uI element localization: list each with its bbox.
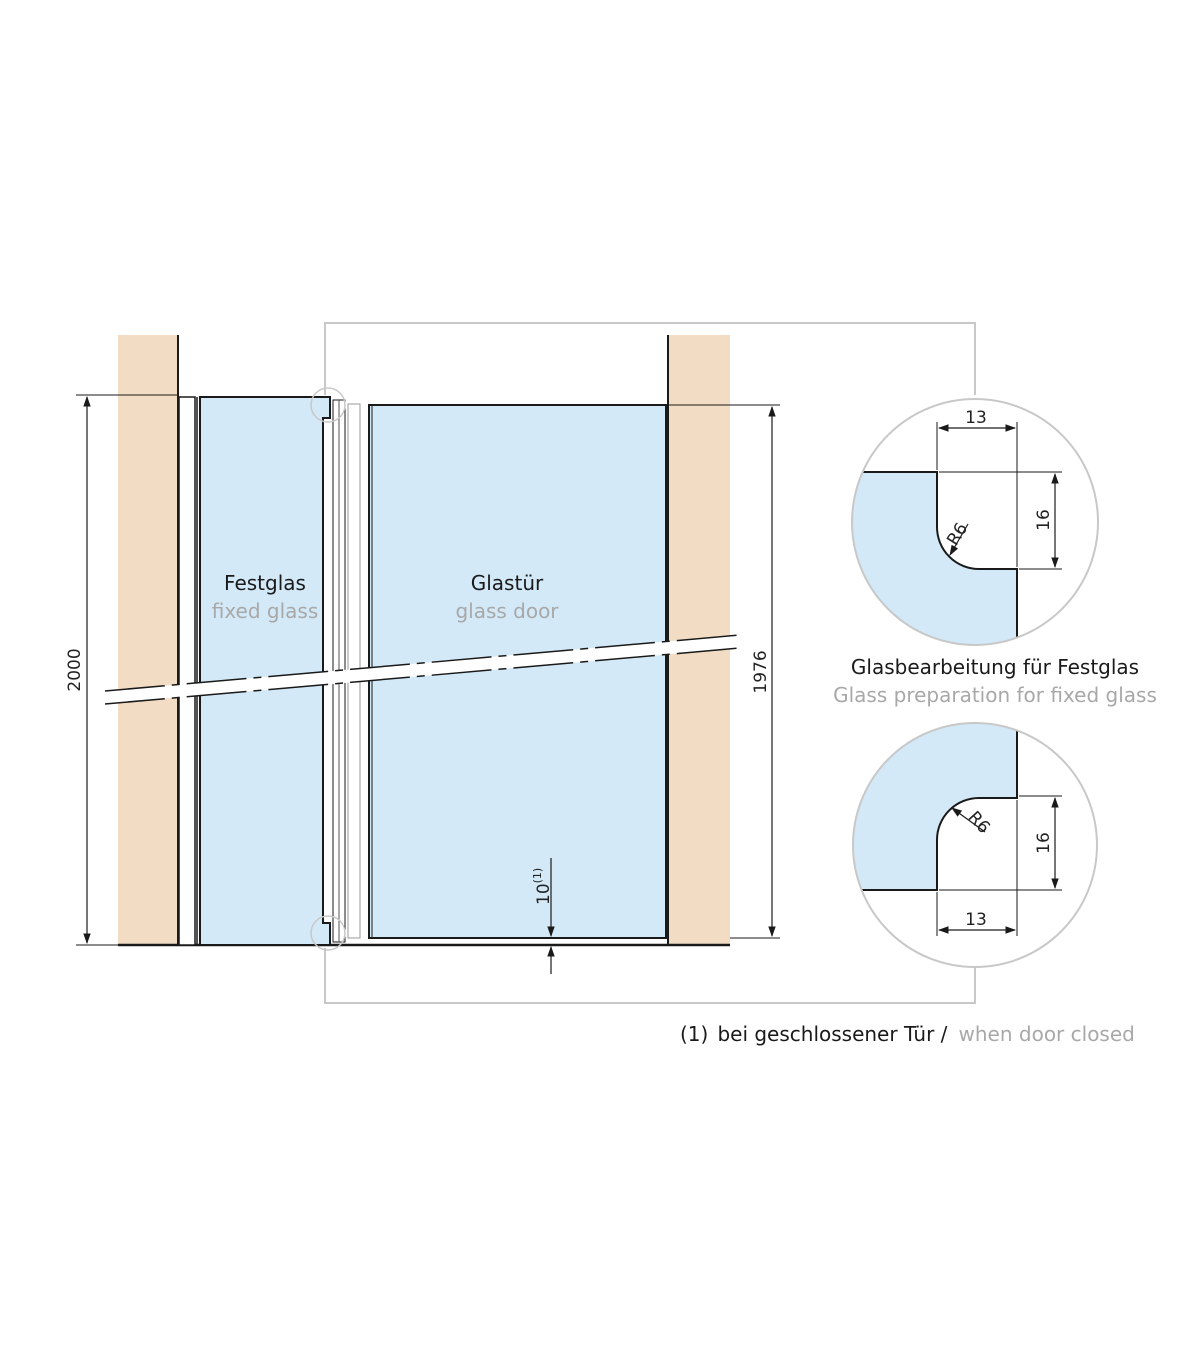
wall-profile xyxy=(178,396,196,946)
svg-text:16: 16 xyxy=(1034,832,1054,854)
dimension-bottom-gap: 10(1) xyxy=(531,858,555,974)
glass-door-sublabel: glass door xyxy=(455,599,559,623)
gap-note: (1) xyxy=(531,868,544,884)
footnote-de: bei geschlossener Tür / xyxy=(717,1022,947,1046)
footnote-mark: (1) xyxy=(680,1022,708,1046)
break-line xyxy=(104,634,741,705)
callout-bracket xyxy=(324,322,976,1004)
svg-text:13: 13 xyxy=(965,408,987,428)
dimension-door-height: 1976 xyxy=(666,404,780,939)
footnote-en: when door closed xyxy=(959,1022,1135,1046)
callout-circle-bottom xyxy=(310,915,346,951)
callout-circle-top xyxy=(310,387,346,423)
wall-left xyxy=(118,335,178,945)
svg-text:1976: 1976 xyxy=(751,650,771,693)
svg-text:2000: 2000 xyxy=(65,648,85,691)
svg-text:R6: R6 xyxy=(943,519,972,549)
svg-text:R6: R6 xyxy=(964,808,994,838)
gap-value: 10 xyxy=(534,883,554,905)
svg-text:10(1): 10(1) xyxy=(531,868,554,905)
glass-door-label: Glastür xyxy=(471,571,544,595)
detail-caption: Glasbearbeitung für Festglas xyxy=(851,655,1139,679)
svg-text:13: 13 xyxy=(965,910,987,930)
fixed-glass-sublabel: fixed glass xyxy=(212,599,319,623)
footnote: (1) bei geschlossener Tür / when door cl… xyxy=(680,1022,1135,1046)
detail-caption-sub: Glass preparation for fixed glass xyxy=(833,683,1157,707)
detail-bottom: 13 16 R6 xyxy=(852,722,1098,968)
svg-text:16: 16 xyxy=(1034,509,1054,531)
dimension-total-height: 2000 xyxy=(65,394,178,946)
fixed-glass-panel xyxy=(199,396,331,946)
fixed-glass-label: Festglas xyxy=(224,571,306,595)
detail-top: 13 16 R6 xyxy=(851,398,1099,646)
